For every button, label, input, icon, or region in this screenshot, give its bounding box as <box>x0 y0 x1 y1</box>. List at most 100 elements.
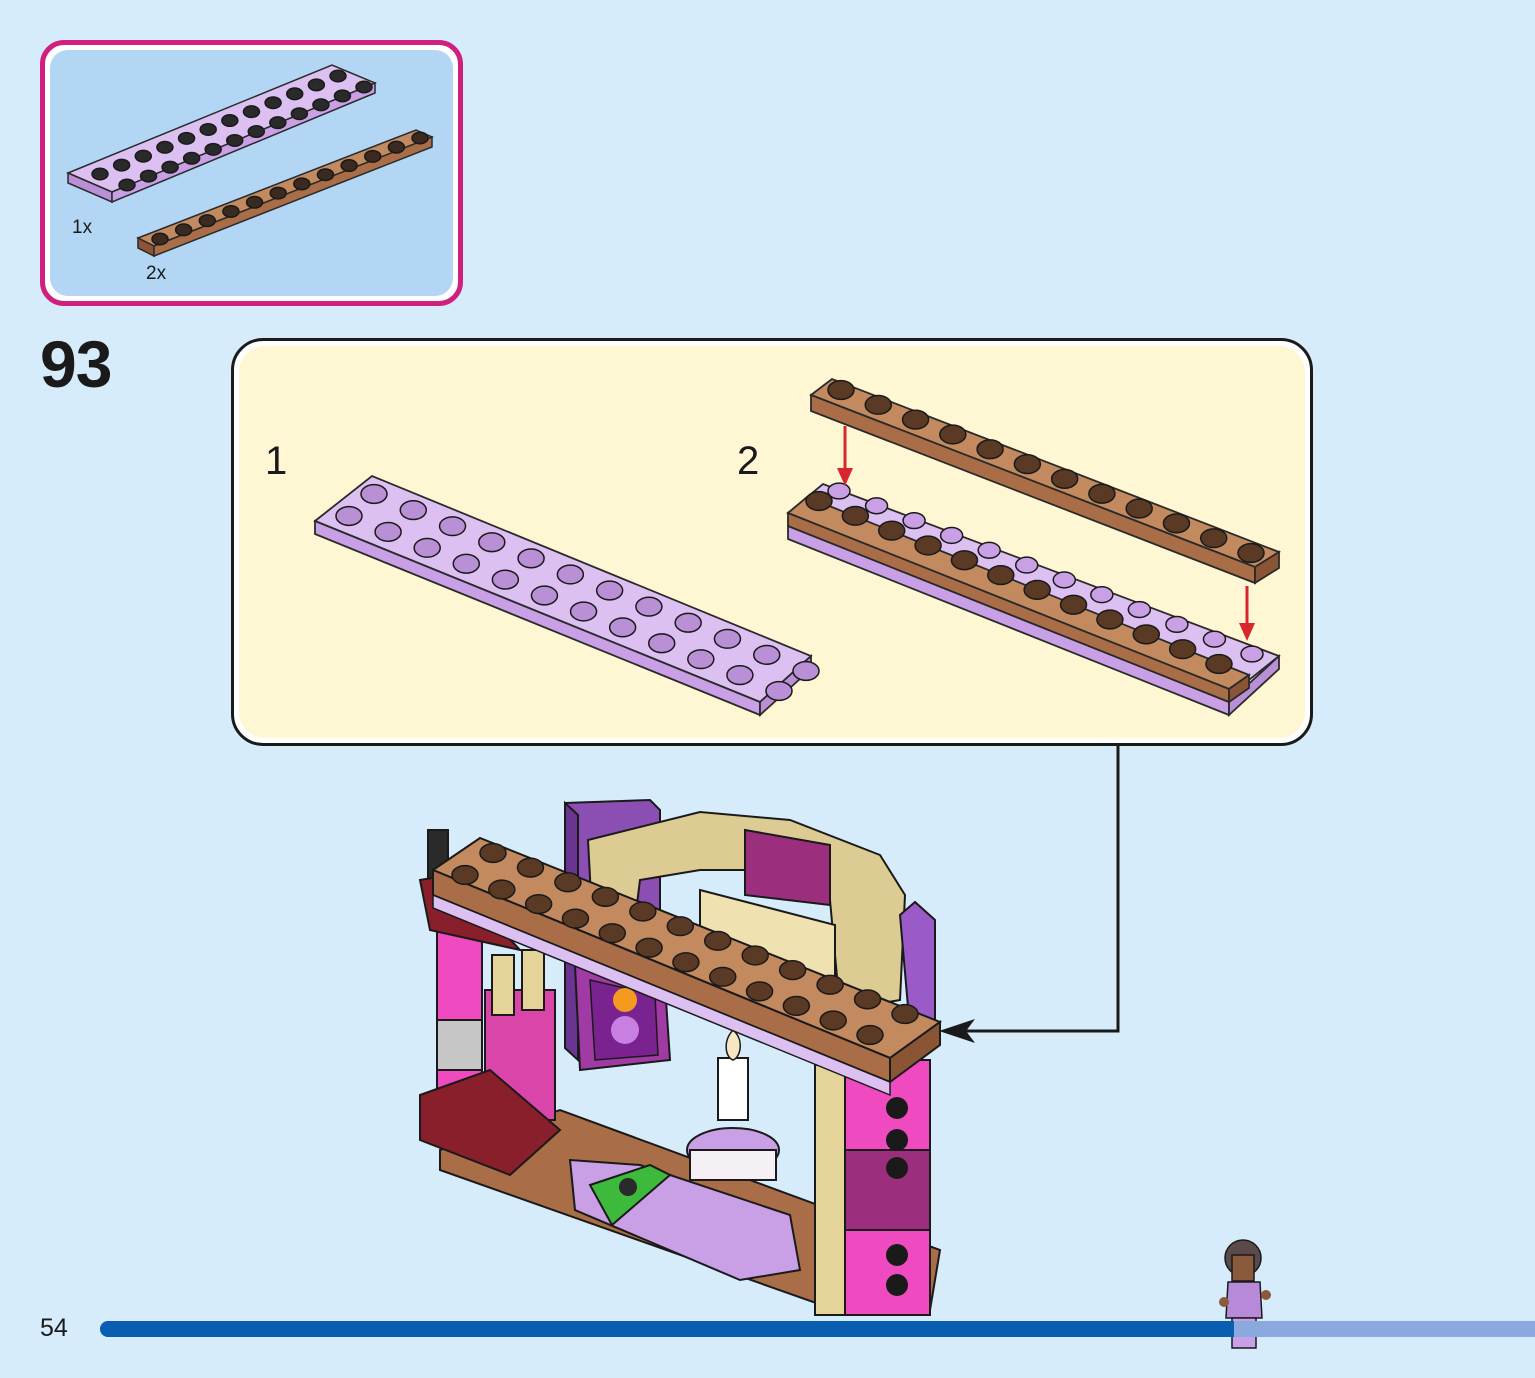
stud <box>1127 600 1152 619</box>
stud <box>765 680 793 702</box>
stud <box>1168 639 1197 660</box>
stud <box>841 505 870 526</box>
stud <box>524 893 553 915</box>
stud <box>1088 483 1116 504</box>
stud <box>674 612 702 633</box>
stud <box>1237 542 1265 564</box>
stud <box>608 617 637 638</box>
stud <box>713 628 742 649</box>
stud <box>139 169 158 183</box>
stud <box>1050 468 1079 490</box>
stud <box>1240 645 1264 663</box>
stud <box>479 842 507 864</box>
stud <box>340 159 358 173</box>
stud <box>312 98 330 112</box>
stud <box>1096 609 1124 630</box>
stud <box>134 149 153 163</box>
part-quantity-lavender: 1x <box>72 217 93 238</box>
stud <box>561 908 590 929</box>
stud <box>329 69 347 83</box>
stud <box>745 981 774 1002</box>
stud <box>569 601 598 622</box>
lavender-plate-studs <box>91 69 373 192</box>
page-number: 54 <box>40 1314 68 1342</box>
stud <box>591 886 620 908</box>
stud <box>91 167 109 181</box>
substep-label-1: 1 <box>265 439 288 483</box>
stud <box>939 424 967 445</box>
stud <box>199 122 217 136</box>
stud <box>778 959 807 981</box>
top-beam <box>430 836 943 1097</box>
stud <box>816 974 844 995</box>
stud <box>666 916 695 937</box>
stud <box>1023 579 1051 601</box>
candle <box>686 1028 780 1181</box>
stud <box>247 125 266 139</box>
stud <box>360 483 388 505</box>
stud <box>245 195 264 209</box>
stud <box>374 521 402 543</box>
stud <box>335 505 363 527</box>
placement-arrow-right <box>1239 586 1255 641</box>
stud <box>1202 630 1227 648</box>
part-quantity-brown: 2x <box>146 263 167 284</box>
stud <box>1165 615 1189 634</box>
stud <box>792 660 820 682</box>
stud <box>805 490 833 512</box>
stud <box>1162 513 1191 534</box>
stud <box>977 541 1001 559</box>
stud <box>726 664 754 686</box>
stud <box>687 649 715 670</box>
substep-2-brown-studs <box>805 490 1233 675</box>
stud <box>161 160 179 174</box>
stud <box>1059 594 1088 615</box>
substep-panel: 1 2 <box>231 338 1313 746</box>
stud <box>177 131 196 145</box>
substep-illustration <box>313 377 1282 718</box>
stud <box>182 151 201 165</box>
stud <box>478 532 506 553</box>
stud <box>316 168 335 182</box>
substep-1-studs <box>335 483 820 702</box>
stud <box>647 633 676 654</box>
stud <box>198 214 217 228</box>
stud <box>629 901 657 922</box>
stud <box>901 409 930 430</box>
stud <box>598 923 627 944</box>
stud <box>530 585 559 606</box>
stud <box>118 178 136 192</box>
stud <box>1013 453 1042 475</box>
stud <box>987 564 1015 586</box>
step-number: 93 <box>40 327 112 401</box>
stud <box>516 857 545 878</box>
right-pillar <box>814 1059 931 1316</box>
placement-arrow-left <box>837 426 853 486</box>
stud <box>819 1010 847 1031</box>
stud <box>517 548 545 569</box>
stud <box>672 952 700 973</box>
stud <box>950 550 979 571</box>
substep-panel-inner: 1 2 <box>239 346 1305 738</box>
stud <box>269 186 287 200</box>
stud <box>112 158 131 172</box>
stud <box>438 516 467 537</box>
stud <box>864 394 893 415</box>
stud <box>204 142 222 156</box>
stud <box>1090 586 1114 604</box>
stud <box>451 864 479 886</box>
stud <box>635 937 663 958</box>
stud <box>891 1003 919 1025</box>
parts-illustration <box>66 64 434 258</box>
substep-2-top-studs <box>827 379 1265 564</box>
progress-bar-fill <box>100 1321 1234 1337</box>
stud <box>225 133 244 147</box>
parts-callout-inner: 1x 2x <box>50 50 453 296</box>
stud <box>1199 528 1228 549</box>
stud <box>708 966 737 987</box>
stud <box>156 140 174 154</box>
stud <box>554 872 582 893</box>
stud <box>285 87 304 101</box>
stud <box>307 78 326 92</box>
stud <box>269 116 287 130</box>
